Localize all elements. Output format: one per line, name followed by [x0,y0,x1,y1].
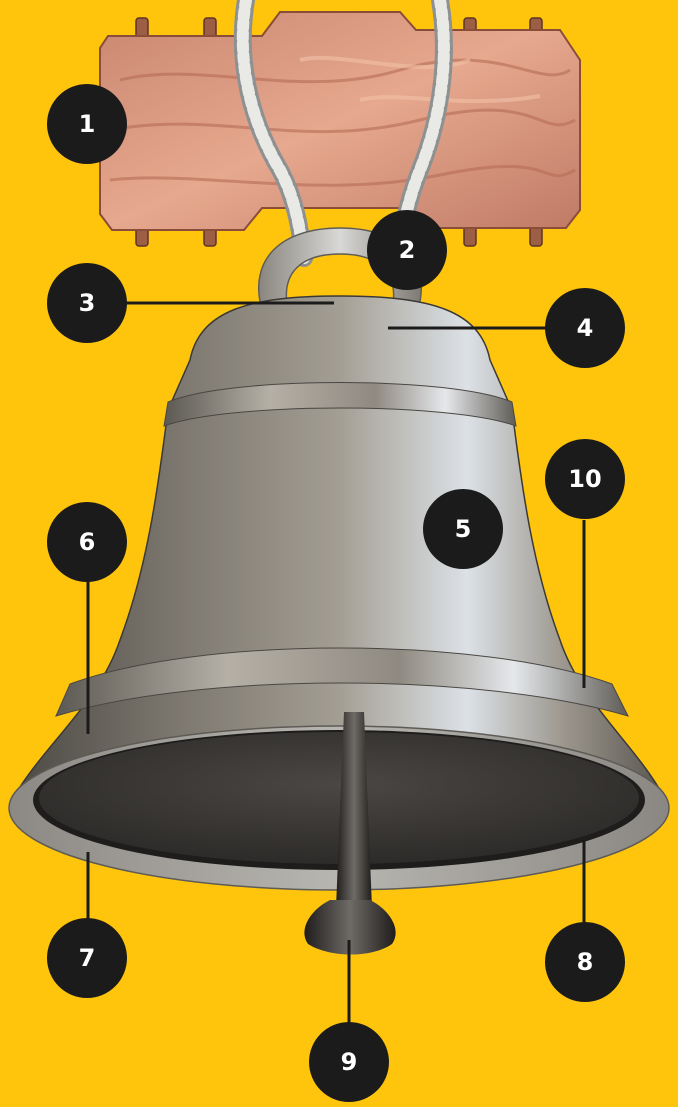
marker-8: 8 [545,922,625,1002]
marker-4: 4 [545,288,625,368]
wooden-yoke [100,12,580,230]
marker-6: 6 [47,502,127,582]
marker-1: 1 [47,84,127,164]
marker-7: 7 [47,918,127,998]
marker-5: 5 [423,489,503,569]
marker-2: 2 [367,210,447,290]
marker-10: 10 [545,439,625,519]
marker-3: 3 [47,263,127,343]
marker-9: 9 [309,1022,389,1102]
